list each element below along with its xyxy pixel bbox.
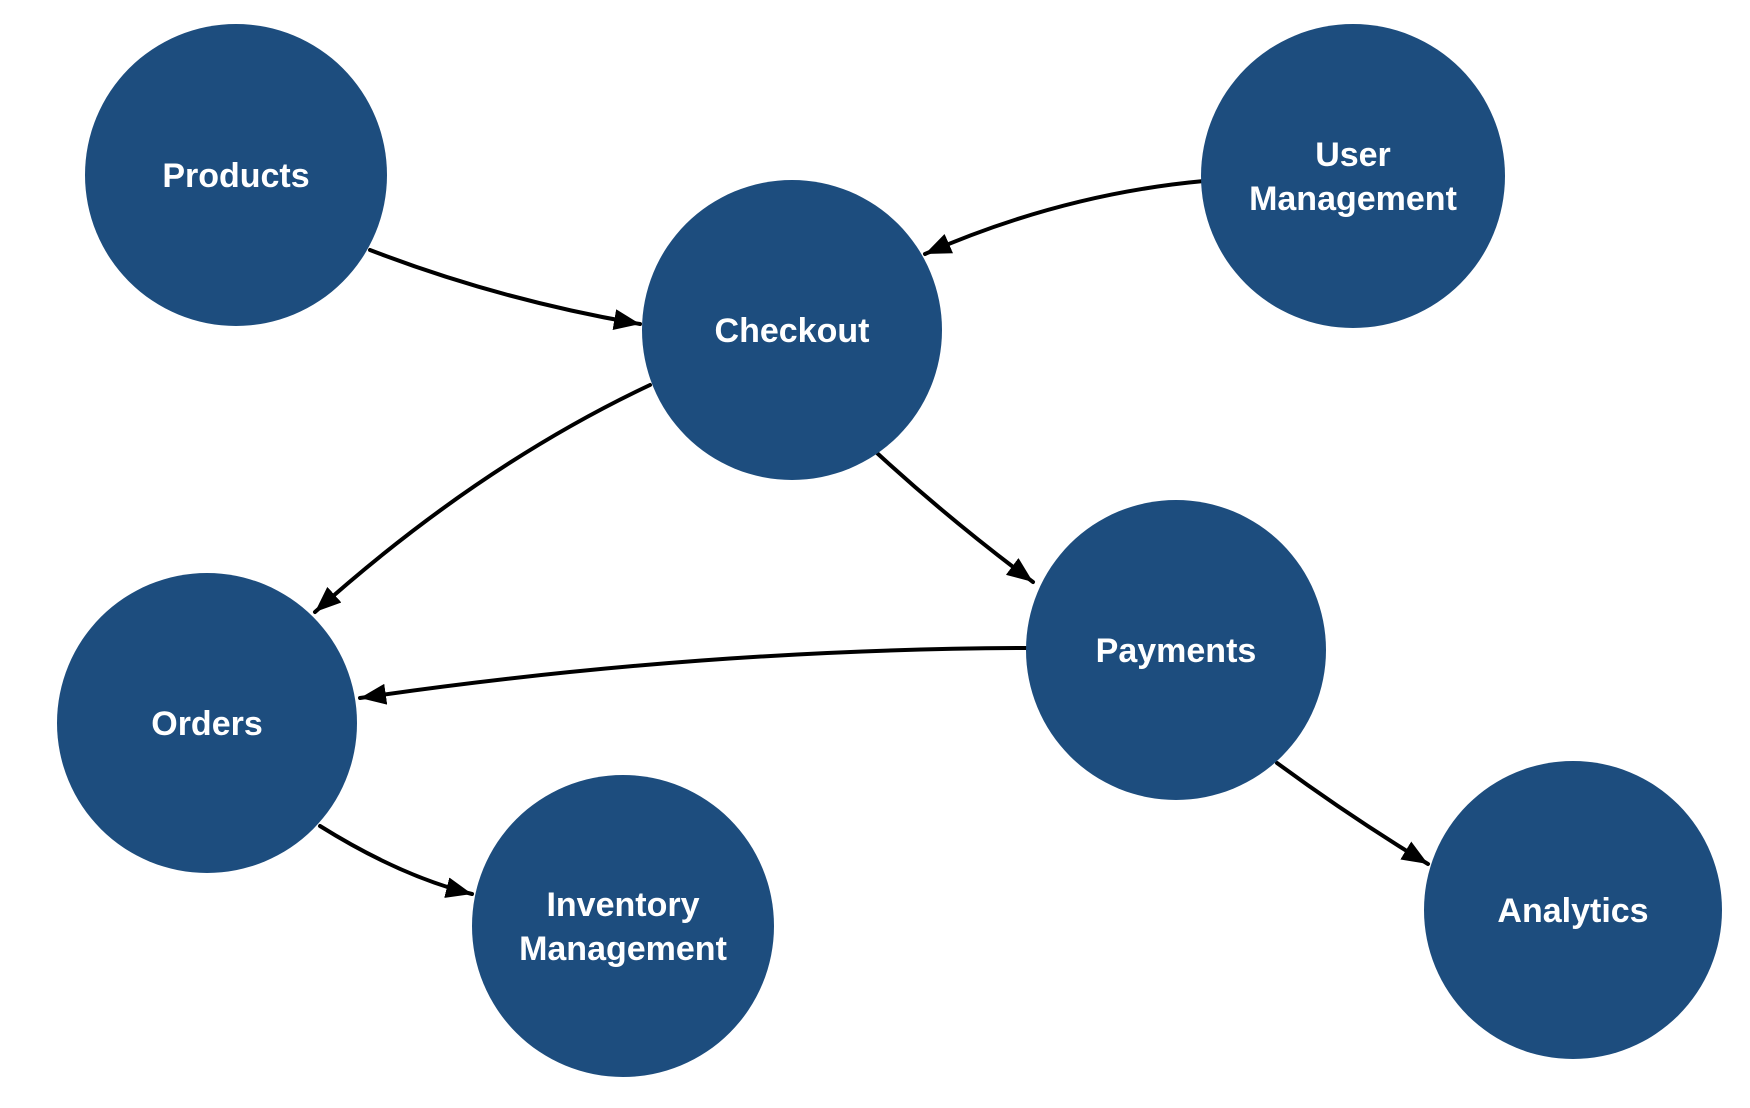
node-inventory-management-circle[interactable]: [472, 775, 774, 1077]
edge-user-management-to-checkout: [923, 179, 1206, 256]
node-analytics[interactable]: Analytics: [1424, 761, 1722, 1059]
node-payments[interactable]: Payments: [1026, 500, 1326, 800]
node-user-management-circle[interactable]: [1201, 24, 1505, 328]
node-orders-circle[interactable]: [57, 573, 357, 873]
node-checkout[interactable]: Checkout: [642, 180, 942, 480]
node-analytics-circle[interactable]: [1424, 761, 1722, 1059]
edge-orders-to-inventory-management: [318, 824, 474, 898]
edge-checkout-to-payments: [875, 451, 1035, 584]
node-payments-circle[interactable]: [1026, 500, 1326, 800]
edge-payments-to-analytics: [1275, 761, 1430, 866]
node-products[interactable]: Products: [85, 24, 387, 326]
edge-checkout-to-orders: [313, 383, 652, 614]
node-orders[interactable]: Orders: [57, 573, 357, 873]
edge-products-to-checkout: [368, 248, 642, 330]
node-checkout-circle[interactable]: [642, 180, 942, 480]
edge-layer: [313, 179, 1430, 898]
node-products-circle[interactable]: [85, 24, 387, 326]
edge-payments-to-orders: [358, 646, 1028, 705]
